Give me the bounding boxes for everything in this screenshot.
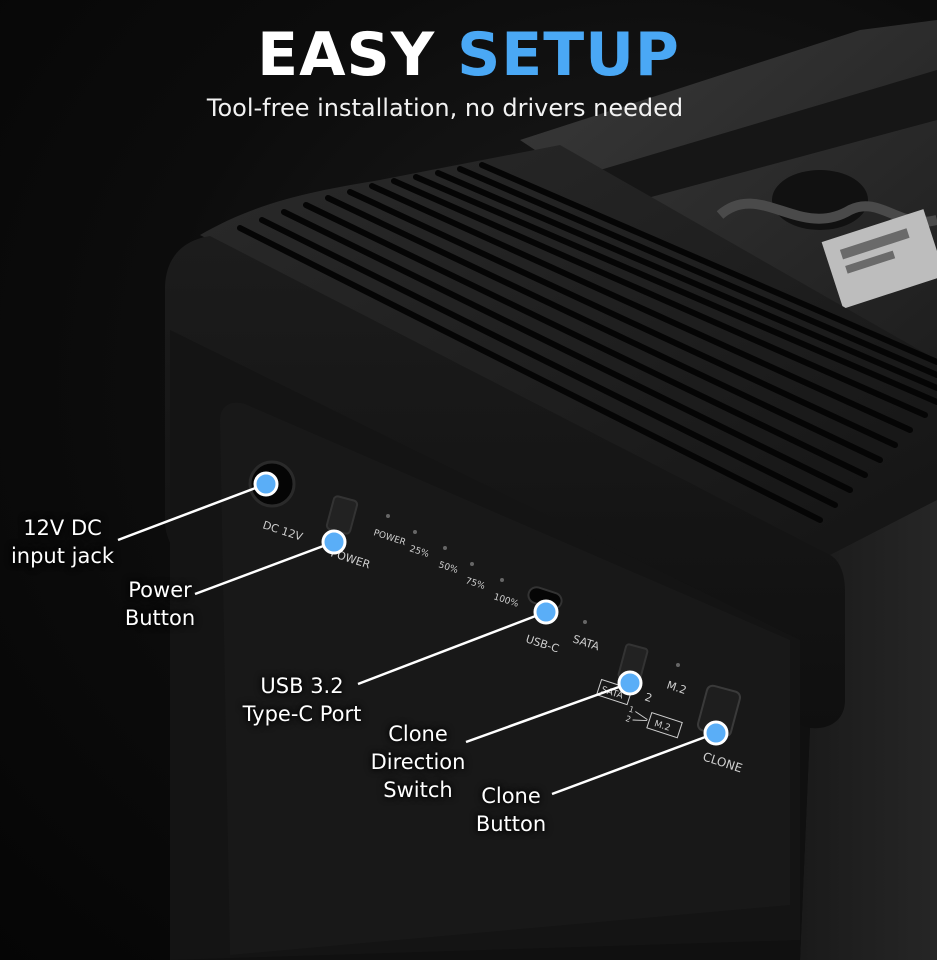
drive-bay bbox=[520, 20, 937, 360]
side-panel bbox=[800, 500, 937, 960]
callout-usbc-port: USB 3.2 Type-C Port bbox=[242, 674, 362, 726]
switch-pos-label: 2 bbox=[643, 690, 654, 705]
headline: EASY SETUP bbox=[0, 20, 937, 90]
marker-clone-button[interactable] bbox=[703, 720, 729, 746]
svg-text:2: 2 bbox=[624, 714, 632, 724]
m2-led-label: M.2 bbox=[665, 678, 688, 697]
port-recess bbox=[220, 402, 790, 955]
subheadline: Tool-free installation, no drivers neede… bbox=[206, 94, 684, 122]
callout-power-button: Power Button bbox=[124, 578, 196, 630]
headline-word-1: EASY bbox=[257, 20, 436, 90]
switch-diagram: SATA 1 2 M.2 bbox=[596, 678, 683, 739]
marker-usbc-port[interactable] bbox=[533, 599, 559, 625]
led-indicators bbox=[386, 514, 680, 667]
svg-text:M.2: M.2 bbox=[653, 719, 672, 734]
marker-clone-switch[interactable] bbox=[617, 670, 643, 696]
callout-clone-switch: Clone Direction Switch bbox=[370, 722, 466, 802]
headline-word-2: SETUP bbox=[457, 20, 680, 90]
marker-dc-jack[interactable] bbox=[253, 471, 279, 497]
leader-lines bbox=[117, 482, 717, 796]
callout-dc-jack: 12V DC input jack bbox=[10, 516, 115, 568]
marker-power-button[interactable] bbox=[321, 529, 347, 555]
callout-clone-button: Clone Button bbox=[475, 784, 547, 836]
vent-slots bbox=[237, 162, 937, 523]
svg-text:1: 1 bbox=[627, 705, 635, 715]
